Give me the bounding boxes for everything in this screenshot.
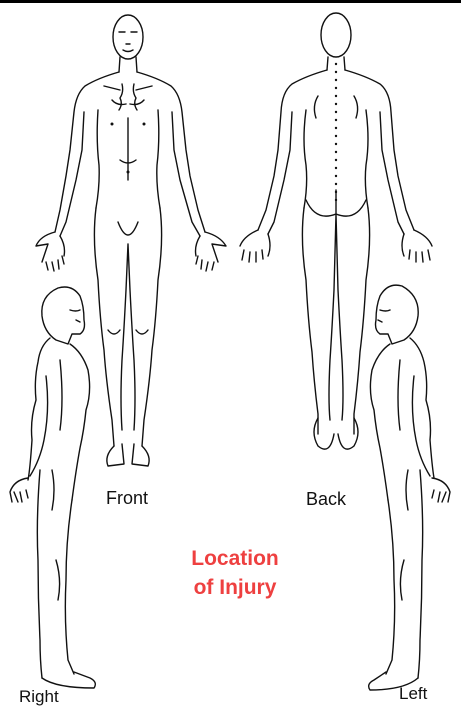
title-line-1: Location	[150, 544, 320, 573]
right-foot	[42, 672, 95, 688]
left-head	[376, 285, 419, 344]
left-label: Left	[399, 684, 427, 704]
right-front-line	[70, 344, 90, 500]
back-label: Back	[306, 489, 346, 510]
left-hand	[432, 478, 450, 502]
front-hand-left	[196, 232, 227, 271]
front-foot-left	[132, 444, 149, 466]
right-hand	[10, 478, 28, 502]
left-side-figure[interactable]	[369, 285, 450, 690]
back-feet	[314, 418, 358, 449]
back-torso-right	[345, 70, 414, 230]
back-torso-left	[258, 70, 327, 230]
right-label: Right	[19, 687, 59, 707]
front-hand-right	[36, 232, 65, 271]
back-leg-right	[354, 208, 370, 434]
right-leg-back	[37, 470, 42, 678]
right-head	[42, 287, 85, 344]
left-front-line	[370, 344, 390, 500]
left-leg-front	[386, 500, 395, 674]
front-torso-left	[55, 72, 119, 232]
front-label: Front	[106, 488, 148, 509]
back-figure[interactable]	[240, 13, 432, 449]
right-leg-front	[65, 500, 74, 674]
front-figure[interactable]	[36, 15, 226, 466]
left-leg-back	[418, 470, 423, 678]
spine-dots	[335, 63, 337, 201]
back-head	[321, 13, 351, 57]
front-leg-right	[94, 208, 114, 446]
diagram-title: Location of Injury	[150, 544, 320, 602]
title-line-2: of Injury	[150, 573, 320, 602]
front-leg-left	[142, 208, 162, 446]
right-side-figure[interactable]	[10, 287, 95, 688]
front-torso-right	[137, 72, 205, 232]
back-hand-right	[402, 230, 432, 262]
front-head	[113, 15, 143, 59]
front-foot-right	[107, 444, 124, 466]
back-leg-left	[302, 208, 318, 434]
left-back-line	[410, 338, 434, 478]
back-hand-left	[240, 230, 270, 262]
